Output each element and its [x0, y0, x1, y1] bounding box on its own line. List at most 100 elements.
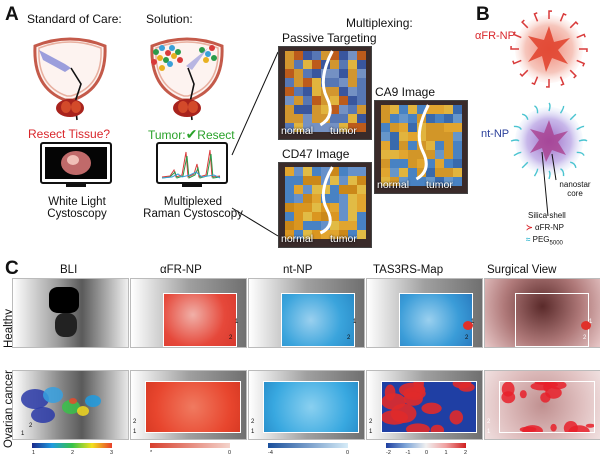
colorbar-tick: 0 — [425, 450, 429, 456]
col-nt-np: nt-NP — [283, 264, 313, 276]
normal-label: normal — [281, 233, 314, 245]
marker-1: 1 — [235, 319, 239, 325]
nanostar-core-label: nanostar core — [552, 180, 598, 198]
multiplexing-title: Multiplexing: — [346, 16, 413, 30]
colorbar-tick: 3 — [110, 450, 114, 456]
normal-label: normal — [377, 179, 410, 191]
colorbar-tick: 0 — [346, 450, 350, 456]
marker-1: 1 — [353, 319, 357, 325]
colorbar-tick: 1 — [444, 450, 448, 456]
callout-lines — [541, 151, 557, 217]
tumor-label: tumor — [426, 179, 453, 191]
legend-afr: ≻ αFR-NP — [526, 223, 564, 232]
bli-ovarian: 2 1 — [12, 370, 129, 440]
white-light-monitor — [40, 142, 112, 187]
bli-healthy — [12, 278, 129, 348]
marker-1: 1 — [133, 429, 137, 435]
tas3rs-healthy: 1 2 — [366, 278, 483, 348]
col-bli: BLI — [60, 264, 78, 276]
nt-nanoparticle-illustration — [510, 102, 588, 180]
afr-np-title: αFR-NP — [475, 30, 515, 42]
marker-1: 1 — [21, 431, 25, 437]
ca9-image-title: CA9 Image — [375, 85, 436, 99]
bladder-standard-illustration — [33, 37, 107, 121]
marker-2: 2 — [369, 419, 373, 425]
col-tas3rs: TAS3RS-Map — [373, 264, 444, 276]
raman-caption: Multiplexed Raman Cystoscopy — [128, 196, 258, 220]
tumor-prefix: Tumor: — [148, 128, 186, 142]
surgical-view-ovarian: 2 1 — [484, 370, 600, 440]
colorbar-tick: * — [150, 450, 153, 456]
colorbar — [32, 443, 112, 448]
marker-2: 2 — [347, 335, 351, 341]
resect-question: Resect Tissue? — [28, 127, 111, 141]
white-light-line2: Cystoscopy — [47, 208, 107, 220]
nt-np-ovarian: 2 1 — [248, 370, 365, 440]
afr-legend-icon: ≻ — [526, 223, 533, 232]
legend-afr-label: αFR-NP — [534, 223, 565, 232]
marker-1: 1 — [487, 429, 491, 435]
raman-monitor — [156, 142, 228, 187]
marker-2: 2 — [583, 335, 587, 341]
raman-line1: Multiplexed — [163, 196, 223, 208]
passive-targeting-image: normal tumor — [278, 46, 372, 140]
col-surgical-view: Surgical View — [487, 264, 557, 276]
normal-label: normal — [281, 125, 314, 137]
marker-1: 1 — [369, 429, 373, 435]
check-icon: ✔ — [185, 126, 198, 142]
tumor-label: tumor — [330, 233, 357, 245]
cd47-image-title: CD47 Image — [282, 147, 350, 161]
nt-np-healthy: 1 2 — [248, 278, 365, 348]
panel-c-letter: C — [5, 258, 19, 279]
legend-peg: ≈ PEG5000 — [526, 235, 563, 247]
nanostar-line1: nanostar — [559, 180, 591, 189]
colorbar-tick: 0 — [228, 450, 232, 456]
marker-2: 2 — [487, 419, 491, 425]
passive-targeting-title: Passive Targeting — [282, 31, 377, 45]
colorbar-tick: -4 — [268, 450, 273, 456]
afr-nanoparticle-illustration — [510, 10, 588, 88]
standard-of-care-title: Standard of Care: — [27, 12, 122, 26]
legend-peg-sub: 5000 — [549, 240, 563, 247]
colorbar-tick: -1 — [405, 450, 411, 456]
silica-shell-label: Silica shell — [528, 211, 566, 220]
cd47-image: normal tumor — [278, 162, 372, 248]
nt-np-title: nt-NP — [481, 128, 510, 140]
col-afr-np: αFR-NP — [160, 264, 202, 276]
colorbar-tick: 2 — [464, 450, 468, 456]
tumor-resect-label: Tumor:✔Resect — [148, 126, 235, 142]
surgical-view-healthy: 1 2 — [484, 278, 600, 348]
nanostar-line2: core — [567, 189, 583, 198]
marker-2: 2 — [465, 335, 469, 341]
colorbar-tick: 1 — [32, 450, 36, 456]
tas3rs-ovarian: 2 1 — [366, 370, 483, 440]
colorbar — [150, 443, 230, 448]
raman-line2: Raman Cystoscopy — [143, 208, 243, 220]
colorbar-tick: -2 — [386, 450, 391, 456]
tumor-label: tumor — [330, 125, 357, 137]
panel-b-letter: B — [476, 4, 490, 25]
marker-2: 2 — [229, 335, 233, 341]
colorbar-tick: 2 — [71, 450, 75, 456]
connector-lines — [231, 51, 279, 237]
panel-a-letter: A — [5, 4, 19, 25]
afr-np-healthy: 1 2 — [130, 278, 247, 348]
marker-1: 1 — [251, 429, 255, 435]
cystoscope-light-cone — [39, 50, 71, 72]
peg-legend-icon: ≈ — [526, 235, 531, 244]
white-light-line1: White Light — [48, 196, 106, 208]
marker-2: 2 — [29, 423, 33, 429]
afr-np-ovarian: 2 1 — [130, 370, 247, 440]
legend-peg-label: PEG — [532, 235, 550, 244]
marker-1: 1 — [471, 319, 475, 325]
solution-title: Solution: — [146, 12, 193, 26]
ca9-image: normal tumor — [374, 100, 468, 194]
bladder-solution-illustration — [150, 37, 224, 121]
colorbar — [268, 443, 348, 448]
white-light-caption: White Light Cystoscopy — [22, 196, 132, 220]
marker-2: 2 — [251, 419, 255, 425]
marker-1: 1 — [589, 319, 593, 325]
marker-2: 2 — [133, 419, 137, 425]
colorbar — [386, 443, 466, 448]
nanoparticle-cluster — [151, 45, 217, 71]
